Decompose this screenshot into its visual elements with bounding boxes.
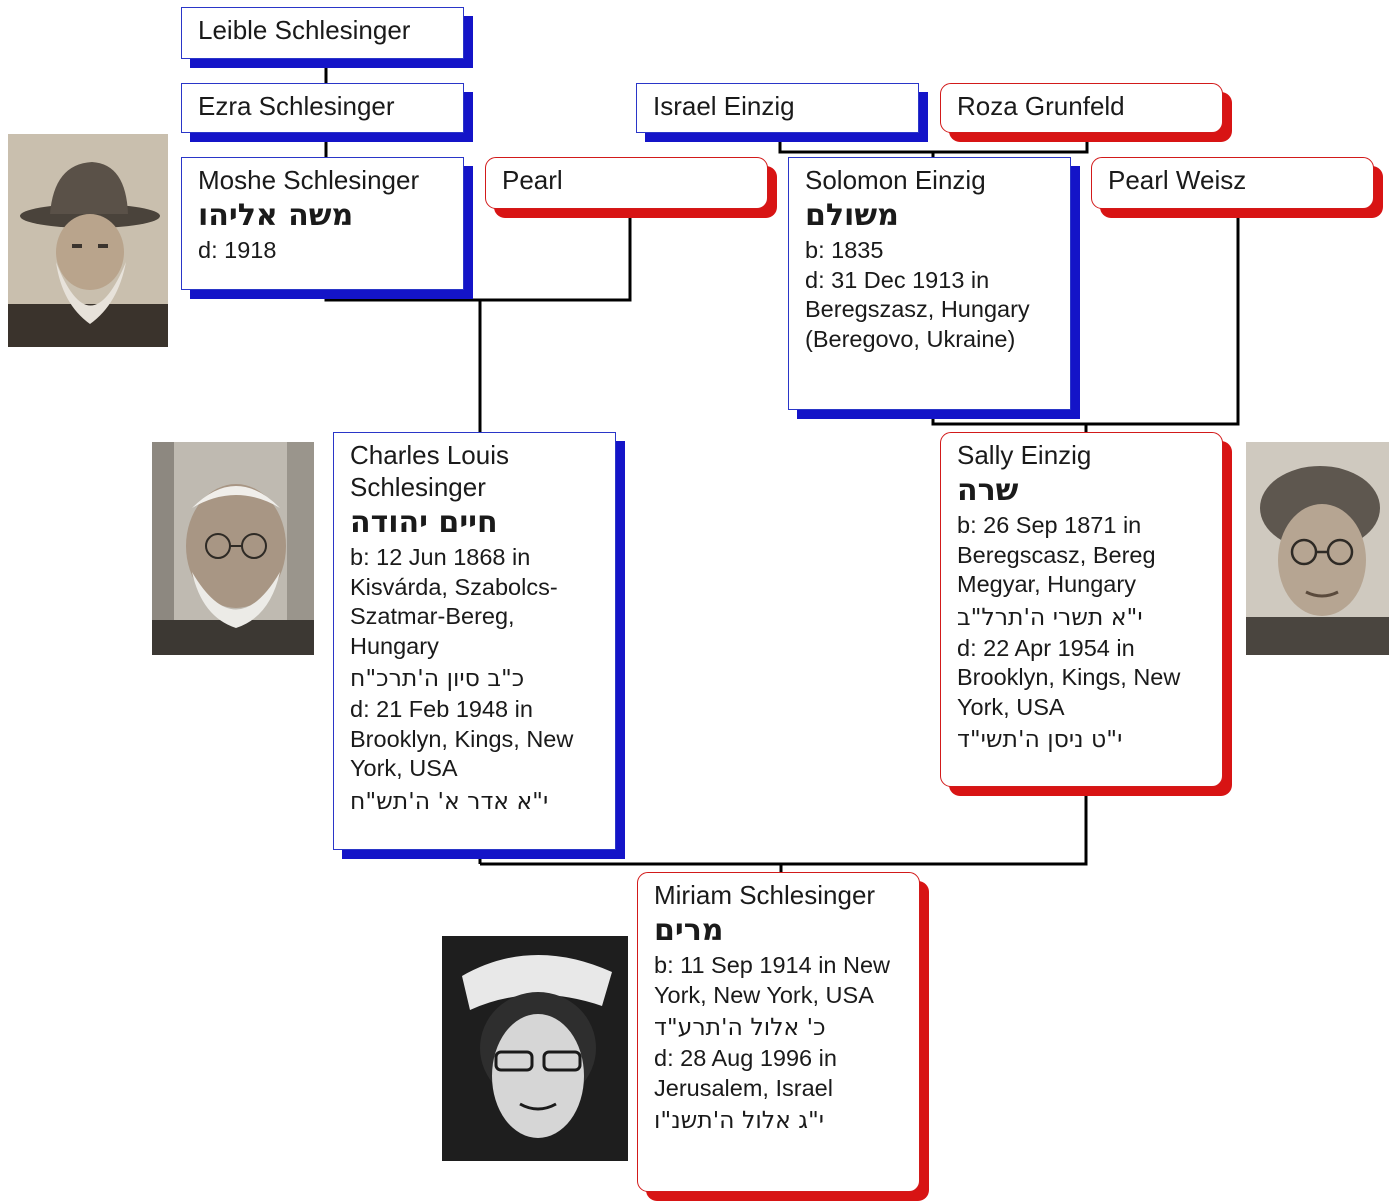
person-hebrew-name: שרה: [957, 473, 1019, 508]
person-card-charles-louis-schlesinger[interactable]: Charles Louis Schlesinger חיים יהודה b: …: [333, 432, 616, 850]
person-name: Moshe Schlesinger: [198, 165, 420, 195]
person-card-moshe-schlesinger[interactable]: Moshe Schlesinger משה אליהו d: 1918: [181, 157, 464, 290]
person-death: d: 1918: [198, 237, 277, 263]
person-birth-hebrew-date: כ"ב סיון ה'תרכ"ח: [350, 664, 525, 692]
person-name: Ezra Schlesinger: [198, 91, 395, 121]
person-hebrew-name: מרים: [654, 913, 724, 948]
sally-photo: [1246, 442, 1389, 655]
person-name: Roza Grunfeld: [957, 91, 1125, 121]
person-death: d: 22 Apr 1954 in Brooklyn, Kings, New Y…: [957, 634, 1181, 720]
person-card-solomon-einzig[interactable]: Solomon Einzig משולם b: 1835 d: 31 Dec 1…: [788, 157, 1071, 410]
person-card-miriam-schlesinger[interactable]: Miriam Schlesinger מרים b: 11 Sep 1914 i…: [637, 872, 920, 1192]
person-name: Charles Louis Schlesinger: [350, 440, 509, 502]
person-card-pearl-weisz[interactable]: Pearl Weisz: [1091, 157, 1374, 209]
person-death: d: 28 Aug 1996 in Jerusalem, Israel: [654, 1045, 837, 1101]
person-name: Leible Schlesinger: [198, 15, 411, 45]
person-name: Israel Einzig: [653, 91, 795, 121]
person-name: Pearl: [502, 165, 563, 195]
person-death: d: 21 Feb 1948 in Brooklyn, Kings, New Y…: [350, 696, 574, 781]
person-name: Solomon Einzig: [805, 165, 986, 195]
person-birth: b: 11 Sep 1914 in New York, New York, US…: [654, 952, 891, 1008]
person-name: Sally Einzig: [957, 440, 1092, 470]
person-death-hebrew-date: י"ג אלול ה'תשנ"ו: [654, 1106, 825, 1134]
person-card-sally-einzig[interactable]: Sally Einzig שרה b: 26 Sep 1871 in Bereg…: [940, 432, 1223, 787]
person-name: Pearl Weisz: [1108, 165, 1247, 195]
person-hebrew-name: משולם: [805, 198, 899, 233]
person-hebrew-name: משה אליהו: [198, 198, 354, 233]
person-birth-hebrew-date: כ' אלול ה'תרע"ד: [654, 1013, 826, 1041]
miriam-photo: [442, 936, 628, 1161]
person-card-leible-schlesinger[interactable]: Leible Schlesinger: [181, 7, 464, 59]
person-card-roza-grunfeld[interactable]: Roza Grunfeld: [940, 83, 1223, 133]
moshe-photo: [8, 134, 168, 347]
person-death-hebrew-date: י"ט ניסן ה'תשי"ד: [957, 725, 1123, 753]
person-card-israel-einzig[interactable]: Israel Einzig: [636, 83, 919, 133]
person-hebrew-name: חיים יהודה: [350, 505, 498, 540]
person-birth-hebrew-date: י"א תשרי ה'תרל"ב: [957, 602, 1143, 631]
person-death: d: 31 Dec 1913 in Beregszasz, Hungary (B…: [805, 266, 1030, 352]
charles-photo: [152, 442, 314, 655]
person-card-pearl[interactable]: Pearl: [485, 157, 768, 209]
person-birth: b: 12 Jun 1868 in Kisvárda, Szabolcs-Sza…: [350, 544, 558, 659]
person-name: Miriam Schlesinger: [654, 880, 876, 910]
person-card-ezra-schlesinger[interactable]: Ezra Schlesinger: [181, 83, 464, 133]
person-birth: b: 26 Sep 1871 in Beregscasz, Bereg Megy…: [957, 512, 1156, 597]
person-birth: b: 1835: [805, 237, 884, 263]
person-death-hebrew-date: י"א אדר א' ה'תש"ח: [350, 786, 549, 815]
